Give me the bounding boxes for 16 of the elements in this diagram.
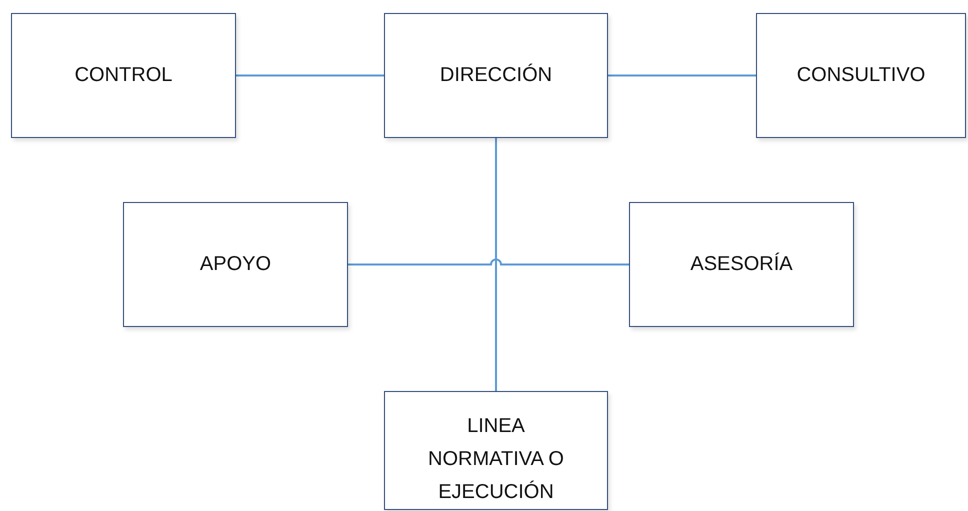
box-label: ASESORÍA [690,252,793,277]
org-box [629,202,854,327]
box-label: APOYO [200,252,272,277]
connector-line [495,138,497,391]
org-box [756,13,966,138]
connector-line [236,74,384,76]
box-label: CONSULTIVO [796,63,926,88]
box-label: CONTROL [74,63,172,88]
org-box [384,391,608,510]
connector-line [348,258,629,266]
org-box [123,202,348,327]
org-box [11,13,236,138]
box-label: LINEA NORMATIVA O EJECUCIÓN [427,414,565,505]
box-label: DIRECCIÓN [440,62,552,88]
connector-line [608,74,756,76]
org-box [384,13,608,138]
